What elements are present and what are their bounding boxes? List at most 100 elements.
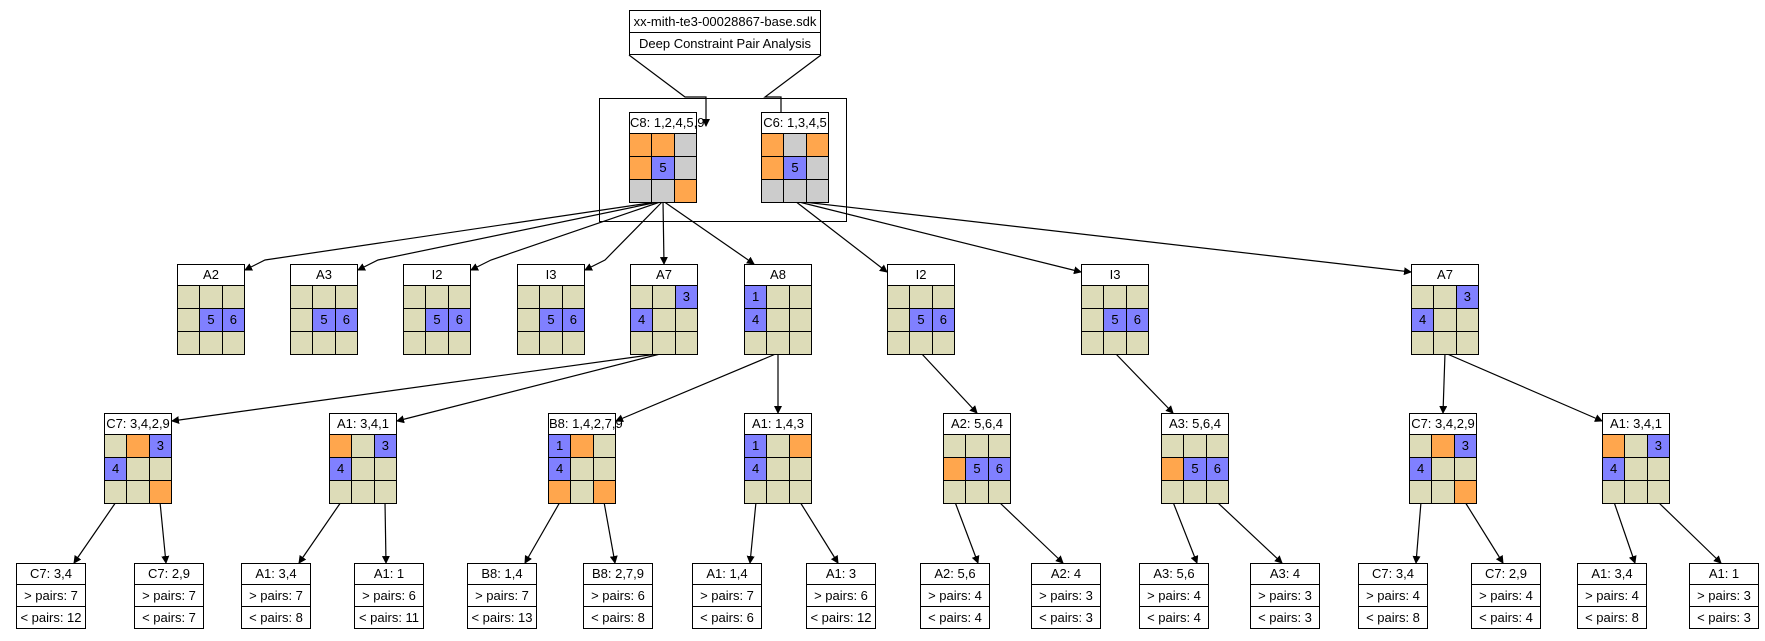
less-pairs: < pairs: 11 (354, 607, 424, 629)
grid-cell (745, 332, 767, 354)
grid-cell (674, 134, 696, 156)
grid-cell (448, 332, 470, 354)
grid-cell (932, 332, 954, 354)
leaf-node-f8: A1: 3> pairs: 6< pairs: 12 (806, 563, 876, 629)
grid-cell: 6 (222, 309, 244, 331)
leaf-label: A1: 3,4 (1577, 563, 1647, 585)
node-label: A7 (1411, 264, 1479, 286)
edge-l3a3-to-f11 (1172, 501, 1199, 564)
grid-cell (127, 481, 149, 503)
grid-cell: 6 (448, 309, 470, 331)
grid-cell (178, 309, 200, 331)
leaf-node-f2: C7: 2,9> pairs: 7< pairs: 7 (134, 563, 204, 629)
grid-cell: 4 (1603, 458, 1625, 480)
grid-cell (571, 435, 593, 457)
edge-a7-to-c7b (1439, 352, 1448, 414)
grid-cell (1162, 458, 1184, 480)
grid-cell (1625, 435, 1647, 457)
grid-cell (944, 435, 966, 457)
leaf-label: A3: 4 (1250, 563, 1320, 585)
grid-cell (784, 180, 806, 202)
node-label: A3: 5,6,4 (1161, 413, 1229, 435)
edge-l3a1a-to-f3 (298, 501, 342, 564)
greater-pairs: > pairs: 3 (1689, 585, 1759, 607)
grid-cell (631, 332, 653, 354)
greater-pairs: > pairs: 4 (1358, 585, 1428, 607)
title-node: xx-mith-te3-00028867-base.sdk Deep Const… (629, 10, 821, 55)
grid-cell (105, 435, 127, 457)
grid-cell (1454, 481, 1476, 503)
grid-cell (313, 332, 335, 354)
node-label: I3 (517, 264, 585, 286)
grid-cell (1647, 458, 1669, 480)
grid-cell: 4 (330, 458, 352, 480)
grid-cell (762, 134, 784, 156)
node-label: A1: 1,4,3 (744, 413, 812, 435)
node-label: B8: 1,4,2,7,9 (548, 413, 623, 435)
grid-cell (178, 332, 200, 354)
grid-cell: 6 (335, 309, 357, 331)
leaf-label: C7: 2,9 (1471, 563, 1541, 585)
less-pairs: < pairs: 3 (1031, 607, 1101, 629)
grid-cell (630, 157, 652, 179)
leaf-node-f5: B8: 1,4> pairs: 7< pairs: 13 (467, 563, 537, 629)
grid-cell: 1 (745, 435, 767, 457)
grid-cell (222, 332, 244, 354)
leaf-node-f9: A2: 5,6> pairs: 4< pairs: 4 (920, 563, 990, 629)
edge-i2-to-a2 (920, 352, 978, 414)
grid-cell (313, 286, 335, 308)
greater-pairs: > pairs: 6 (806, 585, 876, 607)
node-label: A2: 5,6,4 (943, 413, 1011, 435)
less-pairs: < pairs: 4 (1139, 607, 1209, 629)
leaf-node-f15: A1: 3,4> pairs: 4< pairs: 8 (1577, 563, 1647, 629)
greater-pairs: > pairs: 3 (1250, 585, 1320, 607)
grid-cell (1162, 435, 1184, 457)
grid-cell (966, 481, 988, 503)
grid-cell (675, 309, 697, 331)
grid-cell (1603, 481, 1625, 503)
grid-cell: 4 (549, 458, 571, 480)
grid-cell: 5 (200, 309, 222, 331)
leaf-node-f3: A1: 3,4> pairs: 7< pairs: 8 (241, 563, 311, 629)
grid-cell (888, 286, 910, 308)
node-label: I3 (1081, 264, 1149, 286)
leaf-label: A1: 3,4 (241, 563, 311, 585)
grid-cell: 3 (1456, 286, 1478, 308)
grid-cell (1625, 458, 1647, 480)
edge-a7-to-a1c (1444, 352, 1603, 422)
grid-cell (1206, 481, 1228, 503)
grid-cell (1410, 435, 1432, 457)
grid-cell (762, 157, 784, 179)
grid-cell (767, 286, 789, 308)
grid-cell: 1 (549, 435, 571, 457)
edge-l3c7a-to-f2 (159, 501, 170, 564)
grid-cell (767, 481, 789, 503)
less-pairs: < pairs: 13 (467, 607, 537, 629)
grid-cell (1410, 481, 1432, 503)
grid-cell (1104, 286, 1126, 308)
grid-cell (674, 180, 696, 202)
leaf-node-f4: A1: 1> pairs: 6< pairs: 11 (354, 563, 424, 629)
grid-cell (652, 180, 674, 202)
grid-cell (988, 435, 1010, 457)
grid-cell (1184, 435, 1206, 457)
grid-cell: 6 (1126, 309, 1148, 331)
grid-cell (630, 134, 652, 156)
node-label: C7: 3,4,2,9 (104, 413, 172, 435)
candidate-grid: 5 (629, 134, 697, 203)
less-pairs: < pairs: 4 (920, 607, 990, 629)
grid-cell (1434, 332, 1456, 354)
